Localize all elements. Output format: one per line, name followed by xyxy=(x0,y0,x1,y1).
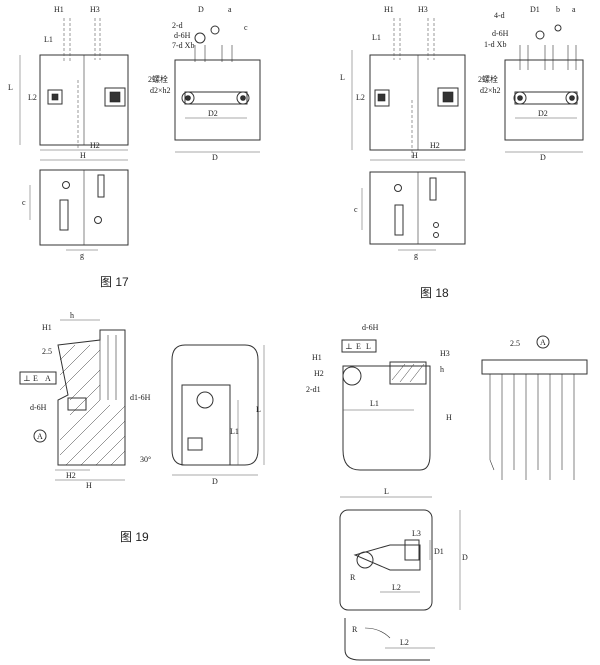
fig18-label-H2: H2 xyxy=(430,141,440,150)
fig19-label-h: h xyxy=(70,311,74,320)
fig18-label-L1: L1 xyxy=(372,33,381,42)
fig17-label-7d: 7-d Xb xyxy=(172,41,194,50)
fig17-label-c: c xyxy=(244,23,248,32)
fig17-label-D: D xyxy=(198,5,204,14)
fig18-label-D1: D1 xyxy=(530,5,540,14)
fig18-caption: 图 18 xyxy=(420,286,449,300)
fig20-label-E: E xyxy=(356,342,361,351)
fig18-label-D: D xyxy=(540,153,546,162)
fig20-label-L3: L3 xyxy=(412,529,421,538)
fig20-label-L1: L1 xyxy=(370,399,379,408)
fig20-label-2d1: 2-d1 xyxy=(306,385,321,394)
fig17-label-H3: H3 xyxy=(90,5,100,14)
fig20-label-H2: H2 xyxy=(314,369,324,378)
fig18-label-c: c xyxy=(354,205,358,214)
fig18-label-1d: 1-d Xb xyxy=(484,40,506,49)
fig19-label-D: D xyxy=(212,477,218,486)
fig17-label-bolt: 2螺栓 xyxy=(148,74,168,84)
fig20-label-R2: R xyxy=(352,625,358,634)
fig19-caption: 图 19 xyxy=(120,530,149,544)
fig18-label-L: L xyxy=(340,73,345,82)
fig20-label-R: R xyxy=(350,573,356,582)
fig17-caption: 图 17 xyxy=(100,275,129,289)
fig17-label-H1: H1 xyxy=(54,5,64,14)
figure-17: L H1 H3 L1 L2 H2 H D a 2-d d-6H 7-d Xb 2… xyxy=(8,5,261,289)
fig17-label-D-bottom: D xyxy=(212,153,218,162)
fig18-label-H3: H3 xyxy=(418,5,428,14)
fig20-label-L-box: L xyxy=(366,342,371,351)
fig17-label-H: H xyxy=(80,151,86,160)
fig19-label-L: L xyxy=(256,405,261,414)
fig20-label-L-plan: L xyxy=(384,487,389,496)
fig20-label-D: D xyxy=(462,553,468,562)
fig17-label-L: L xyxy=(8,83,13,92)
fig19-label-slope: 2.5 xyxy=(42,347,52,356)
fig17-label-L1: L1 xyxy=(44,35,53,44)
fig17-label-bolt-size: d2×h2 xyxy=(150,86,171,95)
fig17-label-2d: 2-d xyxy=(172,21,183,30)
fig19-label-H: H xyxy=(86,481,92,490)
fig20-label-L2-bottom: L2 xyxy=(400,638,409,647)
fig17-label-D2: D2 xyxy=(208,109,218,118)
fig19-label-angle: 30° xyxy=(140,455,151,464)
figure-18: L H1 H3 L1 L2 H2 H 4-d D1 b a d-6H 1-d X… xyxy=(340,5,584,300)
fig17-label-a: a xyxy=(228,5,232,14)
fig17-label-d6H: d-6H xyxy=(174,31,191,40)
fig20-label-d6H: d-6H xyxy=(362,323,379,332)
fig20-label-H: H xyxy=(446,413,452,422)
fig18-label-b: b xyxy=(556,5,560,14)
fig18-label-g: g xyxy=(414,251,418,260)
fig19-label-datumA: A xyxy=(37,432,43,441)
fig17-label-L2: L2 xyxy=(28,93,37,102)
fig19-label-A: A xyxy=(45,374,51,383)
fig18-label-L2: L2 xyxy=(356,93,365,102)
fig19-label-L1: L1 xyxy=(230,427,239,436)
fig20-label-L2: L2 xyxy=(392,583,401,592)
fig19-label-H1: H1 xyxy=(42,323,52,332)
fig20-label-H1: H1 xyxy=(312,353,322,362)
fig20-label-datumA: A xyxy=(540,338,546,347)
fig20-label-D1: D1 xyxy=(434,547,444,556)
fig18-label-bolt-size: d2×h2 xyxy=(480,86,501,95)
fig19-label-E: E xyxy=(33,374,38,383)
fig18-label-H: H xyxy=(412,151,418,160)
figure-20: d-6H ⊥ E L H1 H2 2-d1 H3 h H L1 2.5 A xyxy=(306,323,588,661)
fig18-label-a: a xyxy=(572,5,576,14)
fig18-label-d6H: d-6H xyxy=(492,29,509,38)
fig17-label-H2: H2 xyxy=(90,141,100,150)
fig19-label-d16H: d1-6H xyxy=(130,393,151,402)
fig20-label-tol: ⊥ xyxy=(345,342,353,351)
figure-19: h H1 2.5 ⊥ E A d-6H A H2 H d1-6H 30° L1 … xyxy=(19,311,265,544)
fig18-label-bolt: 2螺栓 xyxy=(478,74,498,84)
fig19-label-H2: H2 xyxy=(66,471,76,480)
fig19-label-tol: ⊥ xyxy=(23,374,31,383)
fig18-label-H1: H1 xyxy=(384,5,394,14)
fig19-label-d6H: d-6H xyxy=(30,403,47,412)
fig20-label-slope: 2.5 xyxy=(510,339,520,348)
fig20-label-H3: H3 xyxy=(440,349,450,358)
fig17-label-g: g xyxy=(80,251,84,260)
fig18-label-D2: D2 xyxy=(538,109,548,118)
fig20-label-h: h xyxy=(440,365,444,374)
fig17-label-c-plan: c xyxy=(22,198,26,207)
fig18-label-4d: 4-d xyxy=(494,11,505,20)
